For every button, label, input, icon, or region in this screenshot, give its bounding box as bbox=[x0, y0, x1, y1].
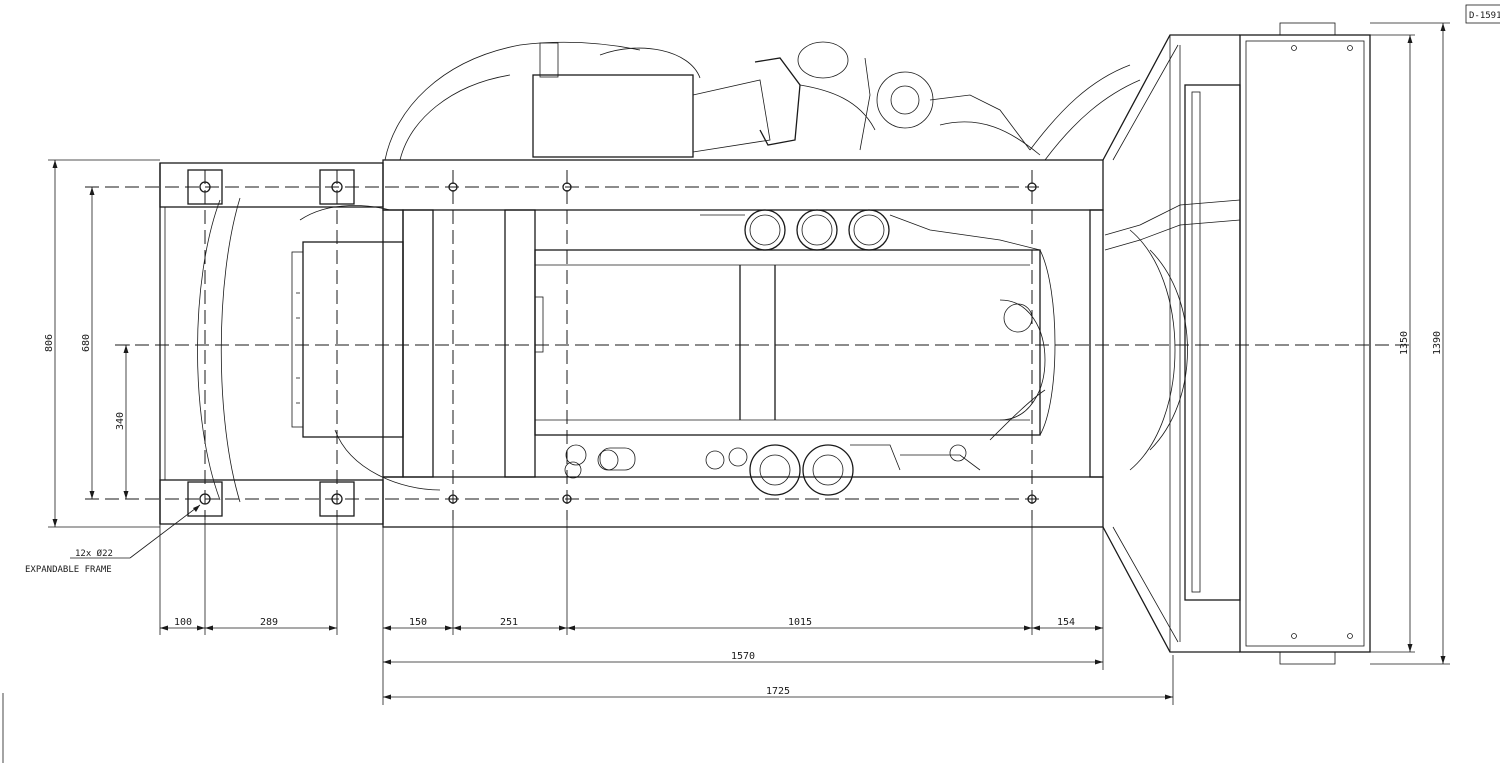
dim-340: 340 bbox=[115, 412, 126, 430]
horizontal-dimensions bbox=[160, 625, 1173, 700]
title-block: D-15916- bbox=[1465, 4, 1500, 24]
dim-1350: 1350 bbox=[1399, 331, 1410, 355]
dim-680: 680 bbox=[81, 334, 92, 352]
dim-1570: 1570 bbox=[731, 651, 755, 662]
dim-1015: 1015 bbox=[788, 617, 812, 628]
drawing-ref-number: D-15916- bbox=[1469, 11, 1500, 21]
center-lines bbox=[85, 170, 1410, 520]
hole-callout-leader bbox=[70, 504, 201, 559]
dimension-labels: 100 289 150 251 1015 154 1570 1725 806 6… bbox=[44, 331, 1443, 697]
lower-components bbox=[564, 389, 1046, 496]
vertical-dimensions bbox=[52, 23, 1446, 664]
dim-154: 154 bbox=[1057, 617, 1075, 628]
extension-lines bbox=[48, 22, 1450, 705]
expandable-frame-label: EXPANDABLE FRAME bbox=[25, 565, 112, 575]
engine-outline bbox=[197, 41, 1241, 503]
dim-289: 289 bbox=[260, 617, 278, 628]
dim-806: 806 bbox=[44, 334, 55, 352]
radiator bbox=[1102, 22, 1371, 665]
dim-251: 251 bbox=[500, 617, 518, 628]
dim-1725: 1725 bbox=[766, 686, 790, 697]
dim-1390: 1390 bbox=[1432, 331, 1443, 355]
hole-callout: 12x Ø22 EXPANDABLE FRAME bbox=[25, 548, 113, 575]
dim-100: 100 bbox=[174, 617, 192, 628]
hole-spec-label: 12x Ø22 bbox=[75, 548, 113, 559]
intake-ports bbox=[700, 209, 1041, 251]
base-frame bbox=[159, 159, 1104, 528]
dim-150: 150 bbox=[409, 617, 427, 628]
